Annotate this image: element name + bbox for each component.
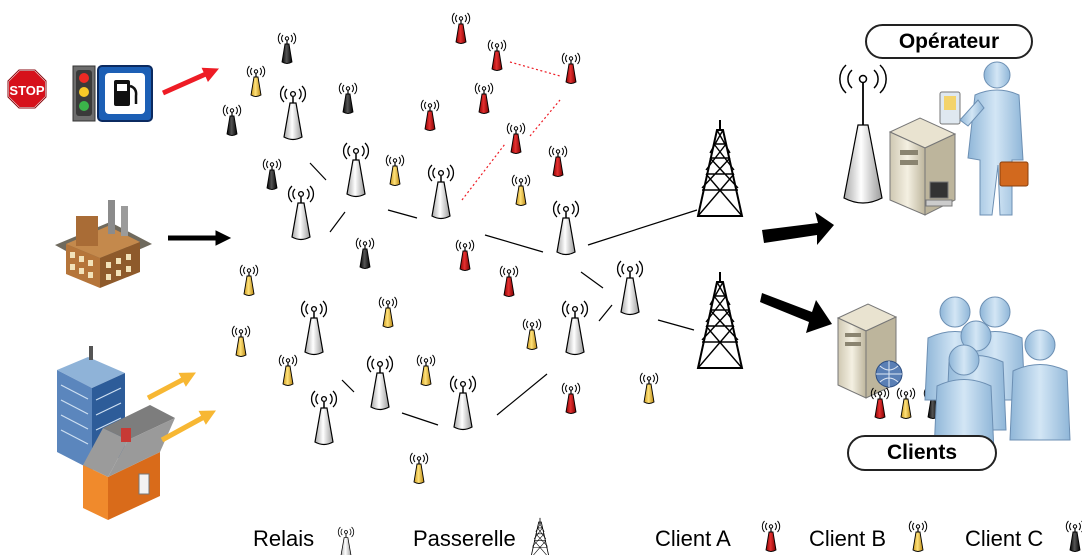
client-b-sensor [386,155,403,186]
client-c-sensor [356,238,373,269]
client-a-sensor [500,266,517,297]
source-arrow-black [168,230,231,246]
factory-icon [55,200,152,288]
gateway-tower [697,271,743,369]
relay-tower [310,390,338,446]
legend-client-b-icon [909,521,926,552]
legend-client-b-label: Client B [809,526,887,551]
clients-icon [836,296,1071,453]
client-a-sensor [549,146,566,177]
buildings-icon [57,346,175,520]
client-a-sensor [488,40,505,71]
legend-gateway-label: Passerelle [413,526,516,551]
legend-gateway-icon [530,517,550,555]
client-a-sensor [507,123,524,154]
client-a-sensor [456,240,473,271]
relay-tower [366,355,394,411]
client-b-sensor [247,66,264,97]
legend-client-a-icon [762,521,779,552]
client-a-sensor [562,383,579,414]
operator-label: Opérateur [865,24,1033,59]
source-arrows-orange [146,366,219,443]
stop-sign-text: STOP [9,83,44,98]
relay-tower [449,375,477,431]
relay-tower [279,85,307,141]
relay-tower [287,185,315,241]
destination-arrows [760,212,834,333]
client-b-sensor [512,175,529,206]
client-b-sensor [523,319,540,350]
clients-label: Clients [847,435,997,471]
client-a-sensor [421,100,438,131]
operator-icon [839,61,1029,216]
client-b-sensor [379,297,396,328]
gateway-tower [697,119,743,217]
client-b-sensor [640,373,657,404]
client-b-sensor [240,265,257,296]
mesh-links [309,162,698,426]
relay-tower [300,300,328,356]
client-a-sensor [452,13,469,44]
client-b-sensor [897,388,914,419]
client-c-sensor [263,159,280,190]
relay-tower [616,260,644,316]
relay-tower [552,200,580,256]
legend-client-c-label: Client C [965,526,1044,551]
client-b-sensor [410,453,427,484]
client-b-sensor [417,355,434,386]
client-c-sensor [223,105,240,136]
source-arrow-red [161,62,222,96]
relay-tower [427,164,455,220]
traffic-signs-icon: STOP [7,65,153,122]
client-a-sensor [475,83,492,114]
relay-tower [342,142,370,198]
relay-tower [561,300,589,356]
legend-client-c-icon [1066,521,1082,552]
legend-relay-icon [337,526,355,555]
legend-relay-label: Relais [253,526,315,551]
client-c-sensor [278,33,295,64]
legend-client-a-label: Client A [655,526,731,551]
client-b-sensor [279,355,296,386]
client-a-sensor [562,53,579,84]
client-c-sensor [339,83,356,114]
client-b-sensor [232,326,249,357]
dotted-links [461,61,561,201]
